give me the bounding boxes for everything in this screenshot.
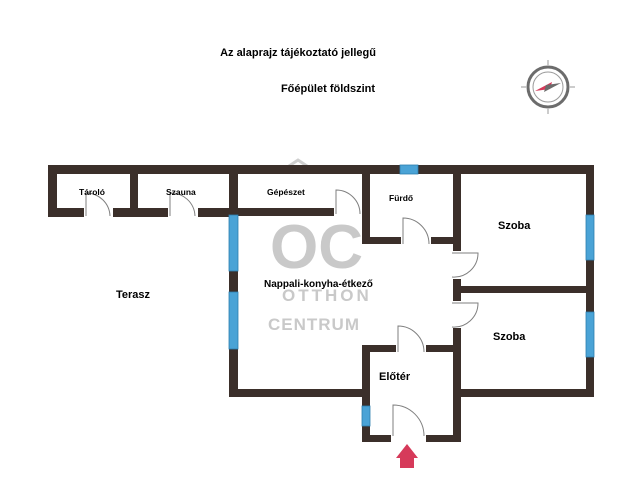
wall-bottom-left — [229, 389, 370, 397]
room-label-eloter: Előtér — [379, 371, 411, 383]
door-living — [397, 325, 425, 353]
wall-top — [48, 165, 594, 174]
watermark-logo: OC — [270, 213, 363, 282]
window-bedroom1 — [585, 214, 595, 261]
wall-storage-sauna — [130, 165, 138, 217]
door-gepeszet — [335, 189, 361, 215]
window-bath — [399, 164, 419, 175]
door-entrance — [392, 404, 425, 437]
wall-gepeszet-bottom — [229, 208, 367, 216]
door-bedroom2 — [451, 302, 479, 328]
room-label-tarolo: Tároló — [79, 187, 105, 197]
compass-icon — [521, 60, 575, 114]
floor-title: Főépület földszint — [280, 83, 376, 95]
doors — [85, 189, 479, 437]
door-szauna — [169, 192, 196, 217]
wall-main-left — [229, 165, 238, 397]
wall-eloter-left — [362, 345, 370, 442]
wall-bottom-right — [453, 389, 594, 397]
wall-bath-left — [362, 165, 370, 243]
window-bedroom2 — [585, 311, 595, 358]
room-label-nappali: Nappali-konyha-étkező — [264, 279, 373, 290]
door-tarolo — [85, 192, 111, 217]
wall-left-storage — [48, 165, 57, 217]
windows — [228, 164, 595, 427]
plan-disclaimer: Az alaprajz tájékoztató jellegű — [220, 47, 376, 59]
room-label-furdo: Fürdő — [389, 193, 413, 203]
watermark-line2: CENTRUM — [268, 315, 360, 334]
watermark: OC OTTHON CENTRUM — [268, 158, 372, 334]
room-label-szauna: Szauna — [166, 187, 196, 197]
room-label-terasz: Terasz — [116, 289, 151, 301]
wall-between-bedrooms — [453, 286, 594, 293]
wall-bedroom-left-upper — [453, 165, 461, 293]
window-living-lower — [228, 291, 239, 350]
room-label-szoba-2: Szoba — [493, 331, 526, 343]
door-furdo — [402, 217, 430, 245]
watermark-line1: OTTHON — [282, 286, 372, 305]
wall-right — [586, 165, 594, 397]
window-eloter — [361, 405, 371, 427]
wall-eloter-right — [453, 389, 461, 442]
window-living-upper — [228, 214, 239, 272]
door-gaps — [84, 207, 462, 443]
entry-arrow-icon — [396, 444, 418, 468]
door-bedroom1 — [451, 252, 479, 278]
room-label-gepeszet: Gépészet — [267, 187, 305, 197]
room-label-szoba-1: Szoba — [498, 220, 531, 232]
wall-bottom-storage — [48, 208, 234, 217]
